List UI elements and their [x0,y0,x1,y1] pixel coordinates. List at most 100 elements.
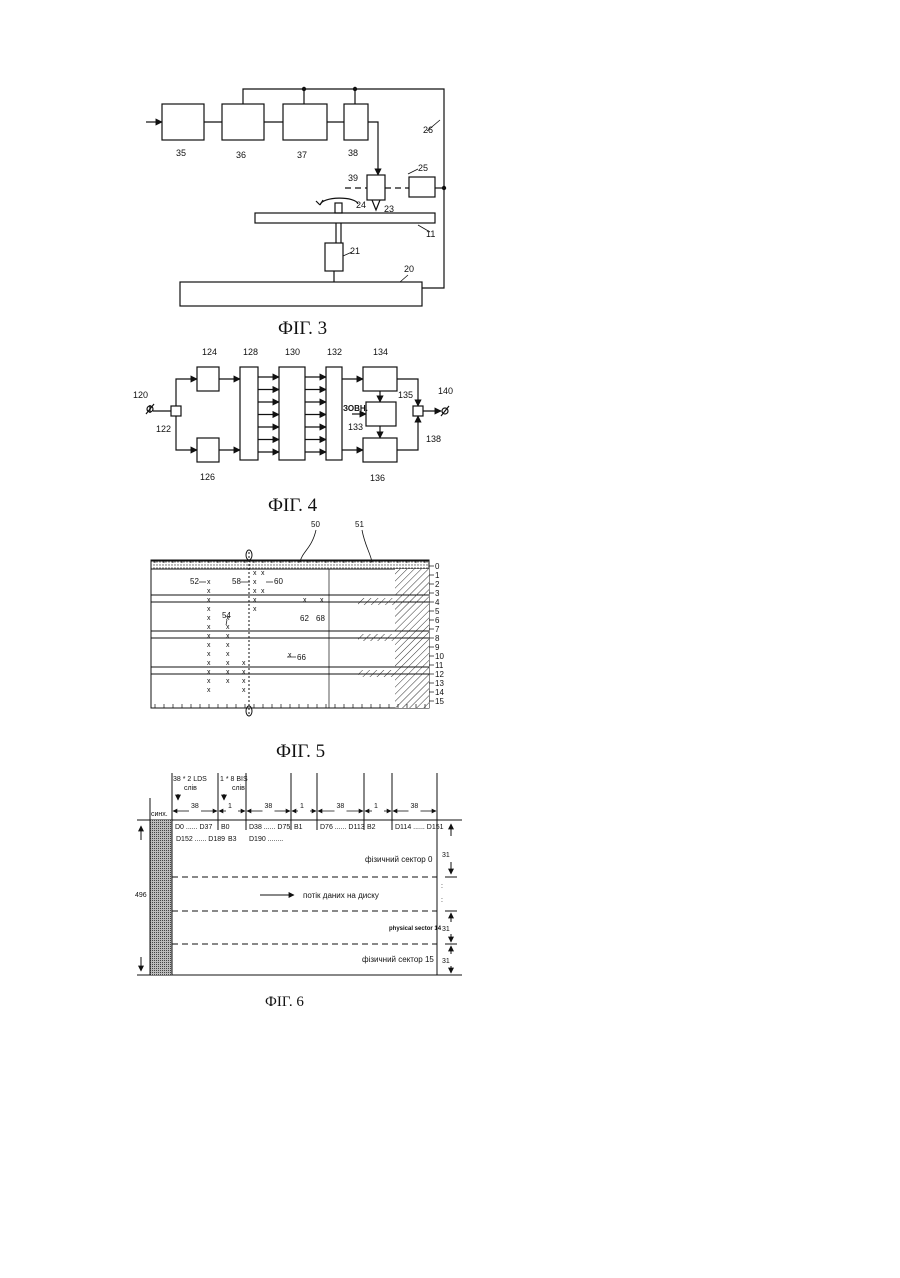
sync-column [150,820,172,975]
figure-3-caption: ФІГ. 3 [278,318,327,339]
figure-3 [146,87,446,306]
sync-label: синх. [151,811,168,818]
block-130 [279,367,305,460]
figure-4 [146,367,449,462]
row-label: 1 [435,571,440,580]
x-mark: x [207,660,211,667]
row-label: 3 [435,589,440,598]
figure-6-caption: ФІГ. 6 [265,994,304,1010]
column-marker-top [246,550,252,560]
data-cell: D114 ...... D151 [395,824,444,831]
row2-cell-0: D152 ...... D189 [176,836,225,843]
leader-50 [300,530,316,562]
junction-dot [302,87,305,90]
row-label: 12 [435,670,444,679]
row2-cell-2: D190 ........ [249,836,283,843]
label-140: 140 [438,386,453,396]
ellipsis-dots: : [441,883,443,890]
row-label: 0 [435,562,440,571]
x-mark: x [226,669,230,676]
label-25: 25 [418,163,428,173]
x-mark: x [207,642,211,649]
x-mark: x [303,597,307,604]
figure-5-callouts: 50 51 52 54 58 60 62 68 66 [190,520,364,662]
block-135 [366,402,396,426]
x-mark: x [226,624,230,631]
label-130: 130 [285,347,300,357]
data-flow-label: потік даних на диску [303,891,379,900]
x-mark: x [253,570,257,577]
label-37: 37 [297,150,307,160]
motor-21 [325,243,343,271]
row-number-labels: 0123456789101112131415 [429,562,444,706]
x-mark: x [207,669,211,676]
connector [176,379,197,406]
figure-5-callout-leaders [199,582,296,657]
x-mark: x [253,606,257,613]
base-20 [180,282,422,306]
sector-size-0: 31 [442,852,450,859]
label-62: 62 [300,614,309,623]
row-label: 4 [435,598,440,607]
column-size-label: 38 [265,803,273,810]
label-20: 20 [404,264,414,274]
x-mark: x [207,606,211,613]
label-51: 51 [355,520,364,529]
sector-label-14: physical sector 14 [389,926,442,932]
switch-138 [413,406,423,416]
bis-header: 1 * 8 BIS [220,776,248,783]
sector-size-14: 31 [442,926,450,933]
x-mark: x [226,651,230,658]
data-cell: D0 ...... D37 [175,824,212,831]
sector-size-15: 31 [442,958,450,965]
block-134 [363,367,397,391]
block-136 [363,438,397,462]
x-mark: x [242,669,246,676]
block-38 [344,104,368,140]
data-cell: B1 [294,824,303,831]
block-124 [197,367,219,391]
junction-dot [442,186,445,189]
label-122: 122 [156,424,171,434]
figure-5 [151,530,429,716]
x-mark: x [226,642,230,649]
sector-label-15: фізичний сектор 15 [362,955,434,964]
x-mark: x [207,678,211,685]
column-size-label: 1 [374,803,378,810]
x-mark: x [207,624,211,631]
x-mark: x [242,660,246,667]
label-54: 54 [222,611,231,620]
row-label: 8 [435,634,440,643]
connector [397,416,418,450]
x-mark: x [253,597,257,604]
x-mark: x [226,678,230,685]
spindle [335,203,342,213]
bis-header-line2: слів [232,784,245,792]
figure-6-labels: синх. 38 * 2 LDS слів 1 * 8 BIS слів D15… [135,776,450,965]
label-126: 126 [200,472,215,482]
x-mark: x [207,687,211,694]
label-23: 23 [384,204,394,214]
disc-11 [255,213,435,223]
x-mark: x [253,588,257,595]
total-label: 496 [135,892,147,899]
label-136: 136 [370,473,385,483]
label-36: 36 [236,150,246,160]
label-24: 24 [356,200,366,210]
block-132 [326,367,342,460]
label-128: 128 [243,347,258,357]
sector-label-0: фізичний сектор 0 [365,855,433,864]
block-126 [197,438,219,462]
label-66: 66 [297,653,306,662]
row-label: 5 [435,607,440,616]
block-39 [367,175,385,200]
column-size-labels: 38138138138 [173,803,436,811]
lds-header-line2: слів [184,784,197,792]
data-cell: B2 [367,824,376,831]
label-38: 38 [348,148,358,158]
x-mark: x [242,687,246,694]
column-size-label: 1 [228,803,232,810]
label-133: 133 [348,422,363,432]
connector [176,416,197,450]
